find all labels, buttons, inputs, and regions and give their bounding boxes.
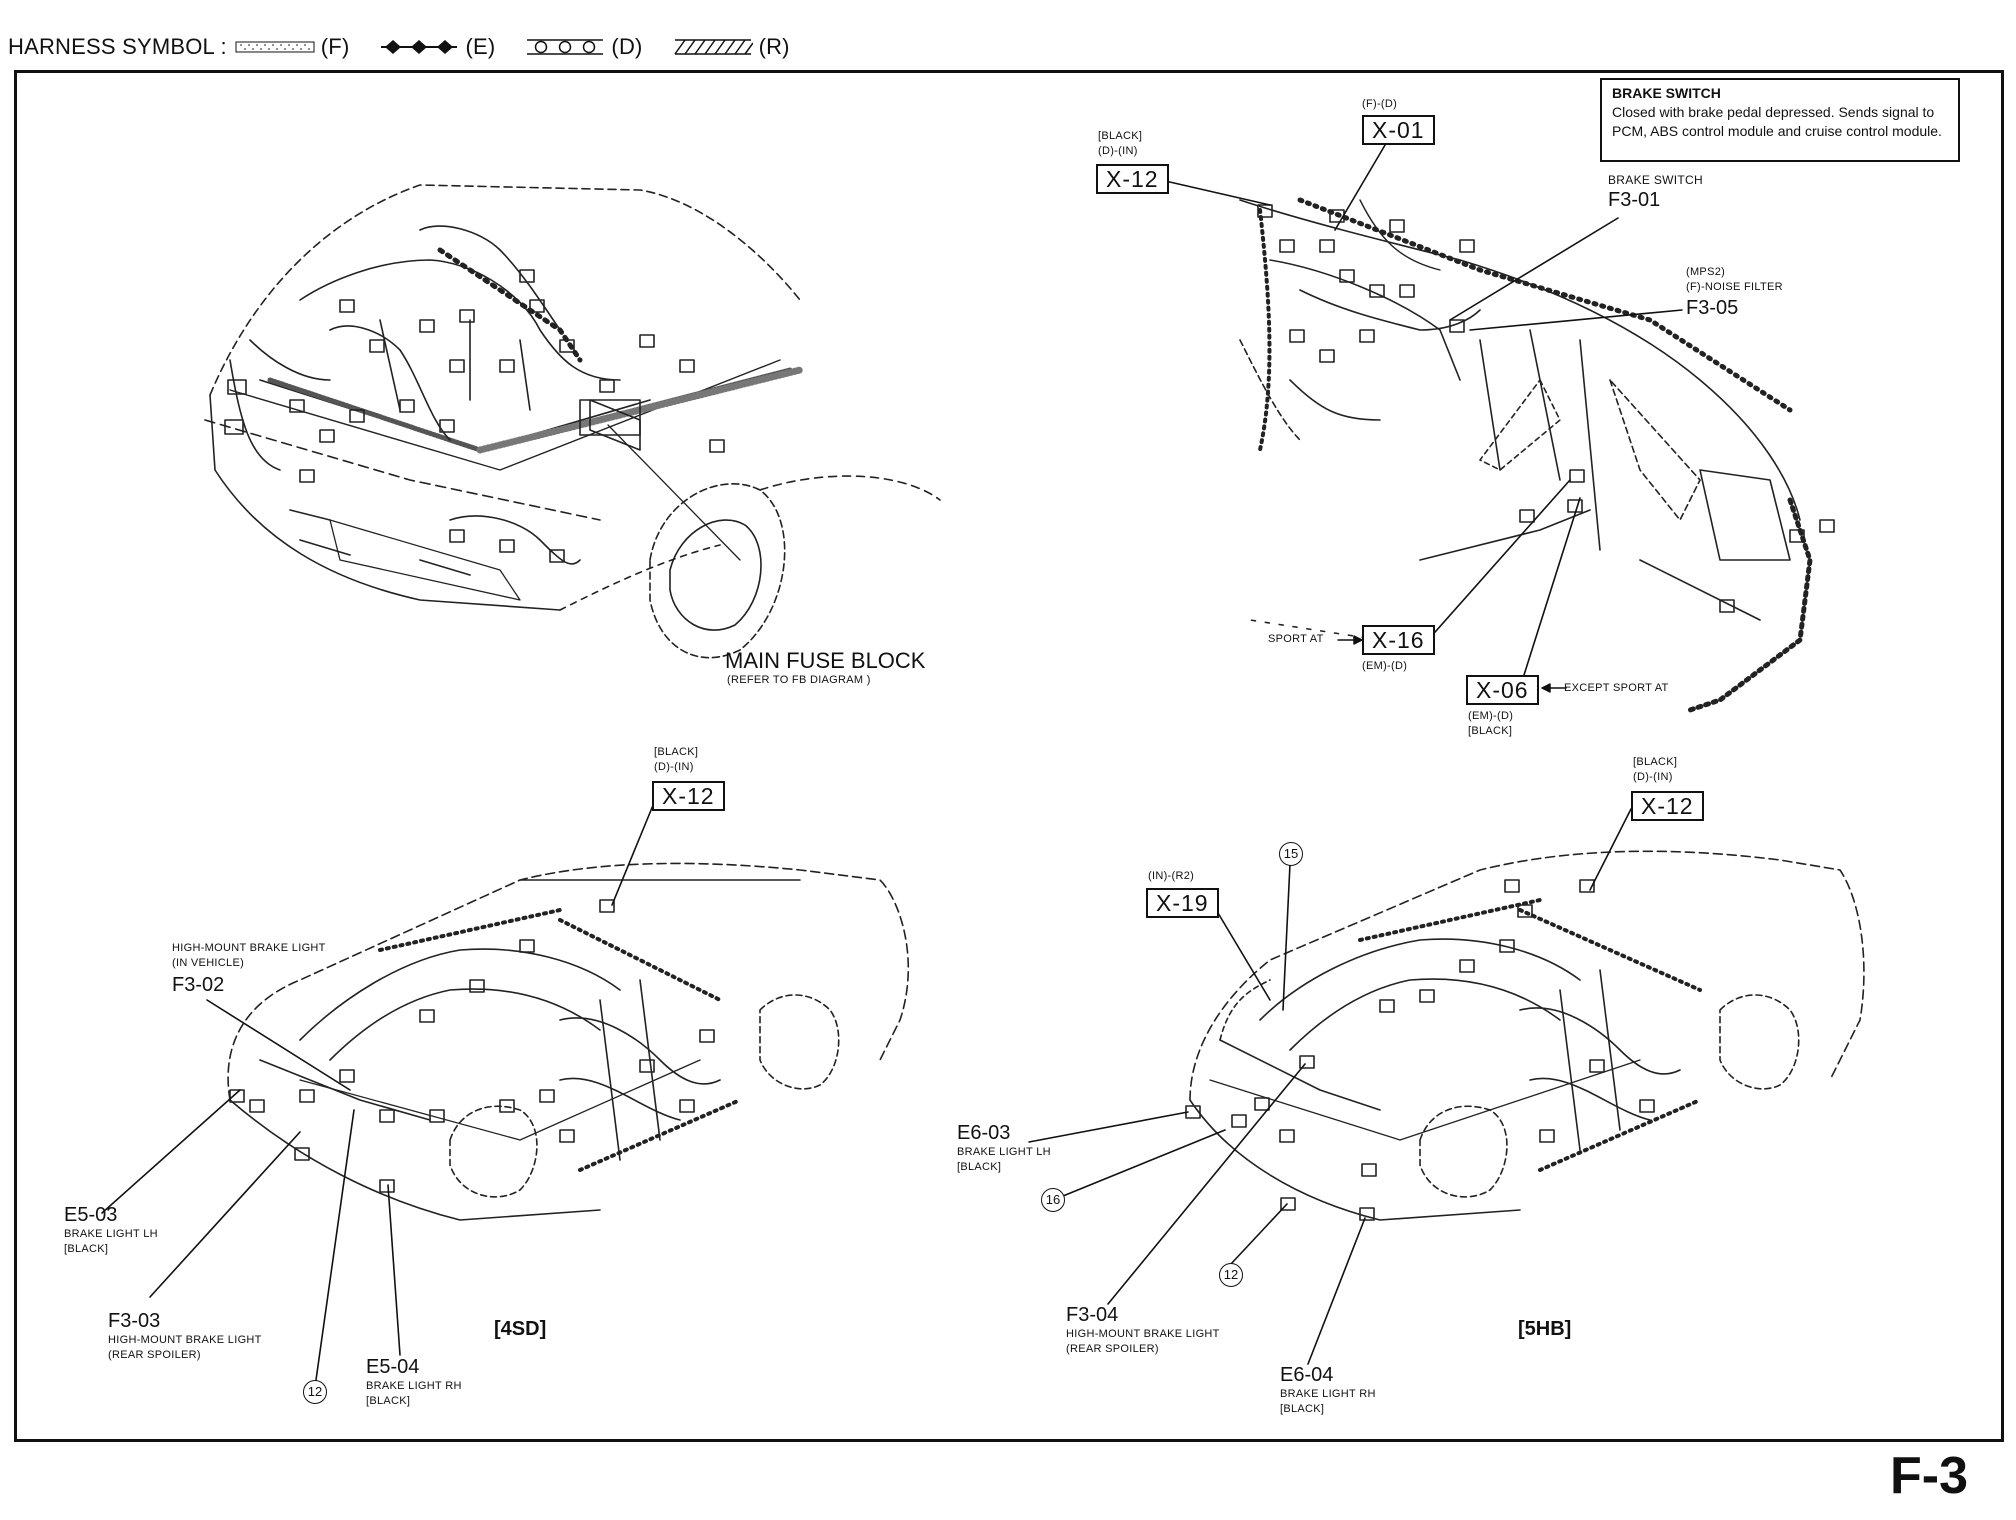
- legend-code-e: (E): [465, 34, 496, 59]
- connector-e604[interactable]: E6-04: [1280, 1364, 1334, 1386]
- x12-color-5hb: [BLACK]: [1633, 756, 1678, 768]
- x12-color-dash: [BLACK]: [1098, 130, 1143, 142]
- ground-point-12-5hb: 12: [1219, 1263, 1243, 1287]
- e504-color: [BLACK]: [366, 1395, 411, 1407]
- harness-symbol-legend: HARNESS SYMBOL : (F) (E) (D) (R): [8, 30, 812, 64]
- connector-x12-dash[interactable]: X-12: [1096, 164, 1169, 194]
- brake-switch-note: BRAKE SWITCH Closed with brake pedal dep…: [1600, 78, 1960, 162]
- f303-sub: (REAR SPOILER): [108, 1349, 201, 1361]
- legend-code-r: (R): [758, 34, 790, 59]
- connector-e603[interactable]: E6-03: [957, 1122, 1011, 1144]
- diamond-harness-icon: [381, 40, 458, 54]
- hatchback-view-label: [5HB]: [1518, 1318, 1572, 1340]
- connector-f304[interactable]: F3-04: [1066, 1304, 1119, 1326]
- x16-prefix: SPORT AT: [1268, 633, 1324, 645]
- circle-harness-icon: [527, 39, 604, 55]
- engine-bay-drawing: [204, 184, 941, 659]
- note-title: BRAKE SWITCH: [1612, 85, 1721, 101]
- x12-spec-dash: (D)-(IN): [1098, 145, 1138, 157]
- x16-spec: (EM)-(D): [1362, 660, 1408, 672]
- e603-name: BRAKE LIGHT LH: [957, 1146, 1051, 1158]
- connector-x01[interactable]: X-01: [1362, 115, 1435, 145]
- legend-title: HARNESS SYMBOL :: [8, 34, 227, 59]
- connector-e503[interactable]: E5-03: [64, 1204, 118, 1226]
- hatched-harness-icon: [673, 39, 753, 55]
- sedan-view-label: [4SD]: [494, 1318, 547, 1340]
- sedan-drawing: [227, 862, 910, 1221]
- page-number: F-3: [1890, 1447, 1968, 1505]
- f301-name: BRAKE SWITCH: [1608, 173, 1703, 187]
- connector-e504[interactable]: E5-04: [366, 1356, 420, 1378]
- f303-name: HIGH-MOUNT BRAKE LIGHT: [108, 1334, 262, 1346]
- dotted-harness-icon: [235, 41, 315, 53]
- e603-color: [BLACK]: [957, 1161, 1002, 1173]
- legend-code-f: (F): [320, 34, 350, 59]
- main-fuse-block-note: (REFER TO FB DIAGRAM ): [727, 674, 871, 686]
- connector-x19[interactable]: X-19: [1146, 888, 1219, 918]
- x06-color: [BLACK]: [1468, 725, 1513, 737]
- e503-color: [BLACK]: [64, 1243, 109, 1255]
- hatchback-drawing: [1185, 850, 1865, 1221]
- ground-point-12-4sd: 12: [303, 1380, 327, 1404]
- f305-spec2: (F)-NOISE FILTER: [1686, 281, 1783, 293]
- ground-point-15-5hb: 15: [1279, 842, 1303, 866]
- connector-f302[interactable]: F3-02: [172, 974, 225, 996]
- x12-spec-5hb: (D)-(IN): [1633, 771, 1673, 783]
- f304-sub: (REAR SPOILER): [1066, 1343, 1159, 1355]
- connector-x16[interactable]: X-16: [1362, 625, 1435, 655]
- connector-x12-4sd[interactable]: X-12: [652, 781, 725, 811]
- ground-point-16-5hb: 16: [1041, 1188, 1065, 1212]
- f305-spec1: (MPS2): [1686, 266, 1726, 278]
- connector-x12-5hb[interactable]: X-12: [1631, 791, 1704, 821]
- x06-suffix: EXCEPT SPORT AT: [1564, 682, 1669, 694]
- diagram-frame: [14, 70, 2004, 1442]
- f304-name: HIGH-MOUNT BRAKE LIGHT: [1066, 1328, 1220, 1340]
- connector-f305[interactable]: F3-05: [1686, 297, 1739, 319]
- connector-x06[interactable]: X-06: [1466, 675, 1539, 705]
- e503-name: BRAKE LIGHT LH: [64, 1228, 158, 1240]
- note-text: Closed with brake pedal depressed. Sends…: [1612, 104, 1942, 139]
- x19-spec: (IN)-(R2): [1148, 870, 1195, 882]
- main-fuse-block-label: MAIN FUSE BLOCK: [725, 648, 926, 673]
- connector-f301[interactable]: F3-01: [1608, 189, 1661, 211]
- x01-spec: (F)-(D): [1362, 98, 1398, 110]
- e604-color: [BLACK]: [1280, 1403, 1325, 1415]
- f302-name: HIGH-MOUNT BRAKE LIGHT: [172, 942, 326, 954]
- x12-spec-4sd: (D)-(IN): [654, 761, 694, 773]
- f302-sub: (IN VEHICLE): [172, 957, 245, 969]
- x12-color-4sd: [BLACK]: [654, 746, 699, 758]
- dashboard-drawing: [1239, 197, 1835, 713]
- legend-code-d: (D): [611, 34, 643, 59]
- e504-name: BRAKE LIGHT RH: [366, 1380, 462, 1392]
- e604-name: BRAKE LIGHT RH: [1280, 1388, 1376, 1400]
- x06-spec: (EM)-(D): [1468, 710, 1514, 722]
- connector-f303[interactable]: F3-03: [108, 1310, 161, 1332]
